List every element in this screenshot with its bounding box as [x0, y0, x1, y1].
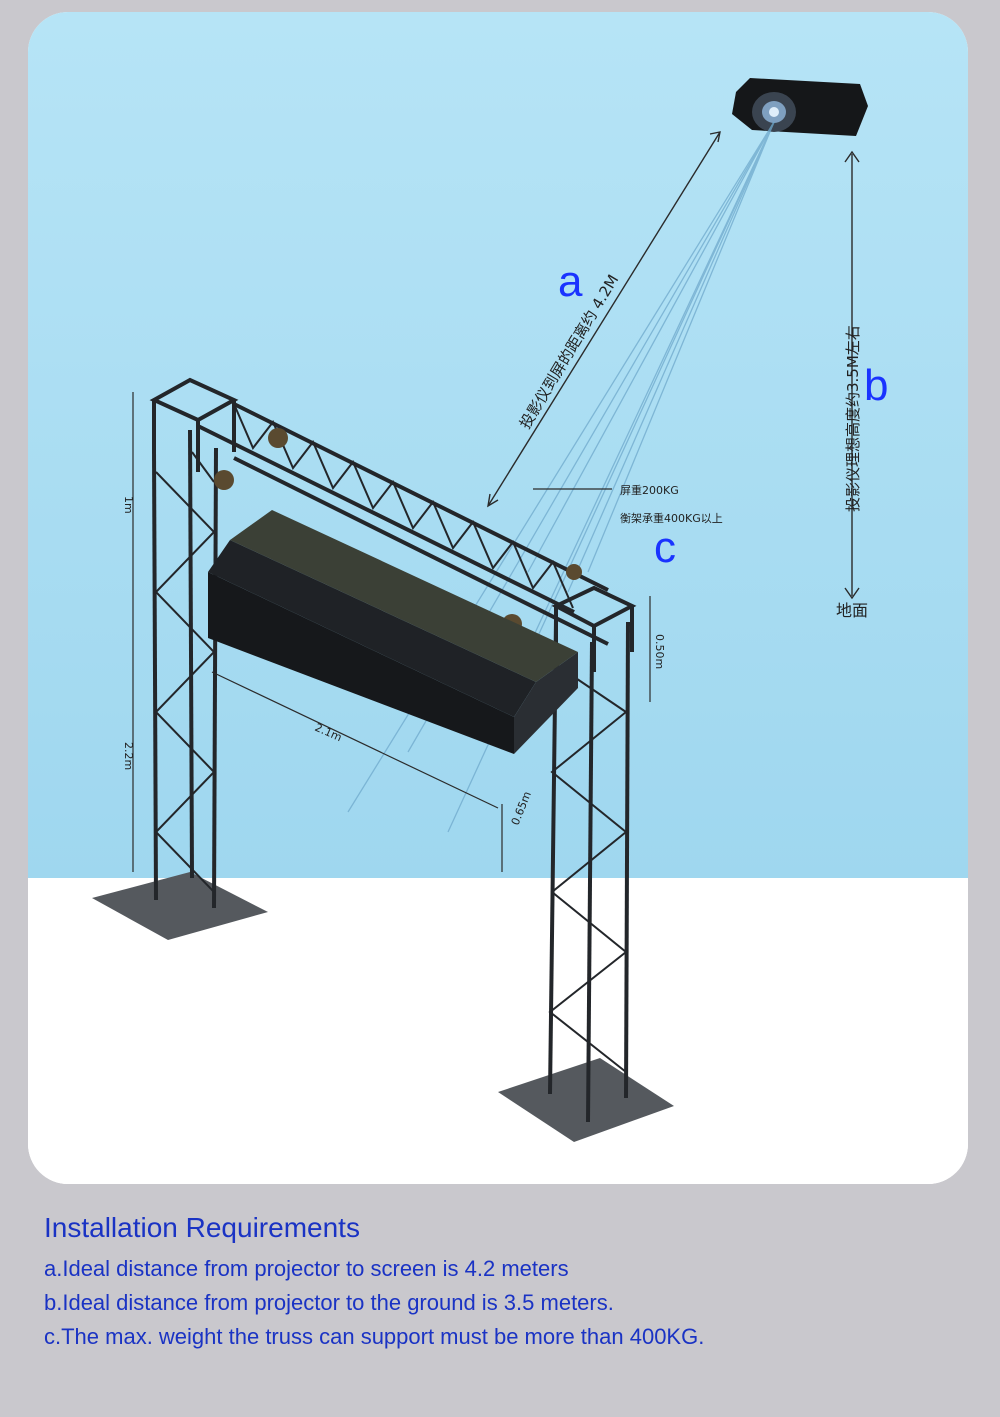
- installation-diagram: 投影仪到屏的距离约 4.2M 投影仪理想高度约3.5M左右 地面 屏重200KG…: [28, 12, 968, 1184]
- marker-a: a: [558, 257, 583, 306]
- requirement-item: c.The max. weight the truss can support …: [44, 1324, 705, 1349]
- dimension-lower-height: 2.2m: [122, 742, 135, 770]
- marker-c: c: [654, 523, 676, 572]
- projector-icon: [732, 78, 868, 136]
- truss-load-note: 衡架承重400KG以上: [620, 511, 723, 525]
- ground-label: 地面: [836, 601, 868, 620]
- requirement-item: b.Ideal distance from projector to the g…: [44, 1290, 614, 1315]
- marker-b: b: [864, 361, 888, 410]
- right-truss-corner-block: [551, 585, 637, 672]
- sky-background: [28, 12, 968, 878]
- dimension-upper-height: 1m: [122, 496, 135, 514]
- top-truss-beam: [197, 402, 609, 646]
- distance-arrow: [487, 131, 721, 508]
- screen-weight-note: 屏重200KG: [620, 483, 679, 497]
- dimension-screen-height: 0.50m: [653, 634, 666, 669]
- height-annotation: 投影仪理想高度约3.5M左右: [844, 325, 862, 512]
- dimension-lines: [132, 392, 651, 872]
- left-truss-base: [92, 872, 268, 940]
- requirements-title: Installation Requirements: [44, 1212, 360, 1243]
- led-screen: [208, 510, 578, 754]
- requirements-section: Installation Requirements a.Ideal distan…: [44, 1212, 964, 1354]
- left-truss-tower: [152, 429, 218, 909]
- height-arrow: [844, 150, 860, 600]
- requirement-item: a.Ideal distance from projector to scree…: [44, 1256, 569, 1281]
- right-truss-base: [498, 1058, 674, 1142]
- diagram-card: 投影仪到屏的距离约 4.2M 投影仪理想高度约3.5M左右 地面 屏重200KG…: [28, 12, 968, 1184]
